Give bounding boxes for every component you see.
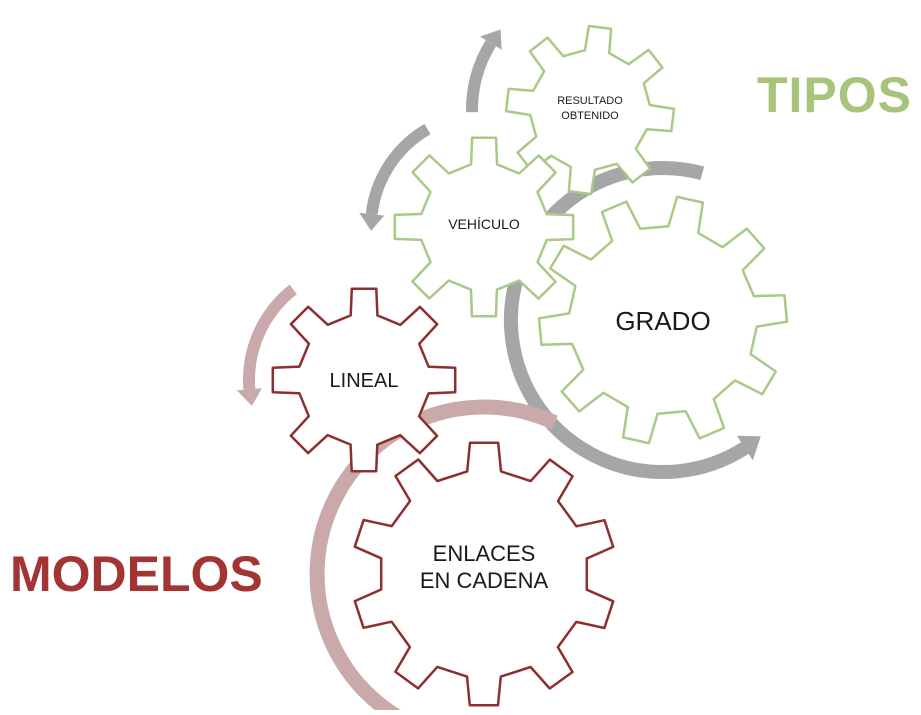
arrow-left-gray: [365, 123, 431, 216]
gear-enlaces-label-line2: EN CADENA: [420, 568, 549, 593]
arrow-right-pink: [309, 399, 558, 715]
arrow-left-pink-head: [236, 388, 262, 406]
gear-resultado-label-line2: OBTENIDO: [561, 110, 619, 122]
gear-grado-label: GRADO: [615, 306, 710, 336]
tipos-title: TIPOS: [757, 67, 913, 123]
gear-lineal-label: LINEAL: [330, 370, 399, 392]
gear-layer: [271, 24, 789, 707]
arrow-right-gray: [503, 161, 749, 479]
arrow-top-gray-head: [480, 29, 502, 50]
gear-vehiculo: [393, 136, 575, 318]
arrow-left-gray-head: [359, 212, 385, 231]
arrow-layer: [236, 29, 761, 715]
arrow-left-pink: [243, 284, 297, 390]
arrow-right-gray-head: [737, 435, 761, 461]
gear-resultado: [504, 24, 676, 196]
modelos-title: MODELOS: [10, 546, 263, 602]
gear-lineal: [271, 287, 457, 473]
gear-resultado-label-line1: RESULTADO: [557, 95, 623, 107]
gear-enlaces-label-line1: ENLACES: [433, 541, 536, 566]
gear-grado: [537, 195, 789, 445]
gear-vehiculo-label: VEHÍCULO: [448, 216, 520, 232]
gear-enlaces: [353, 441, 615, 707]
arrow-top-gray: [465, 40, 496, 113]
